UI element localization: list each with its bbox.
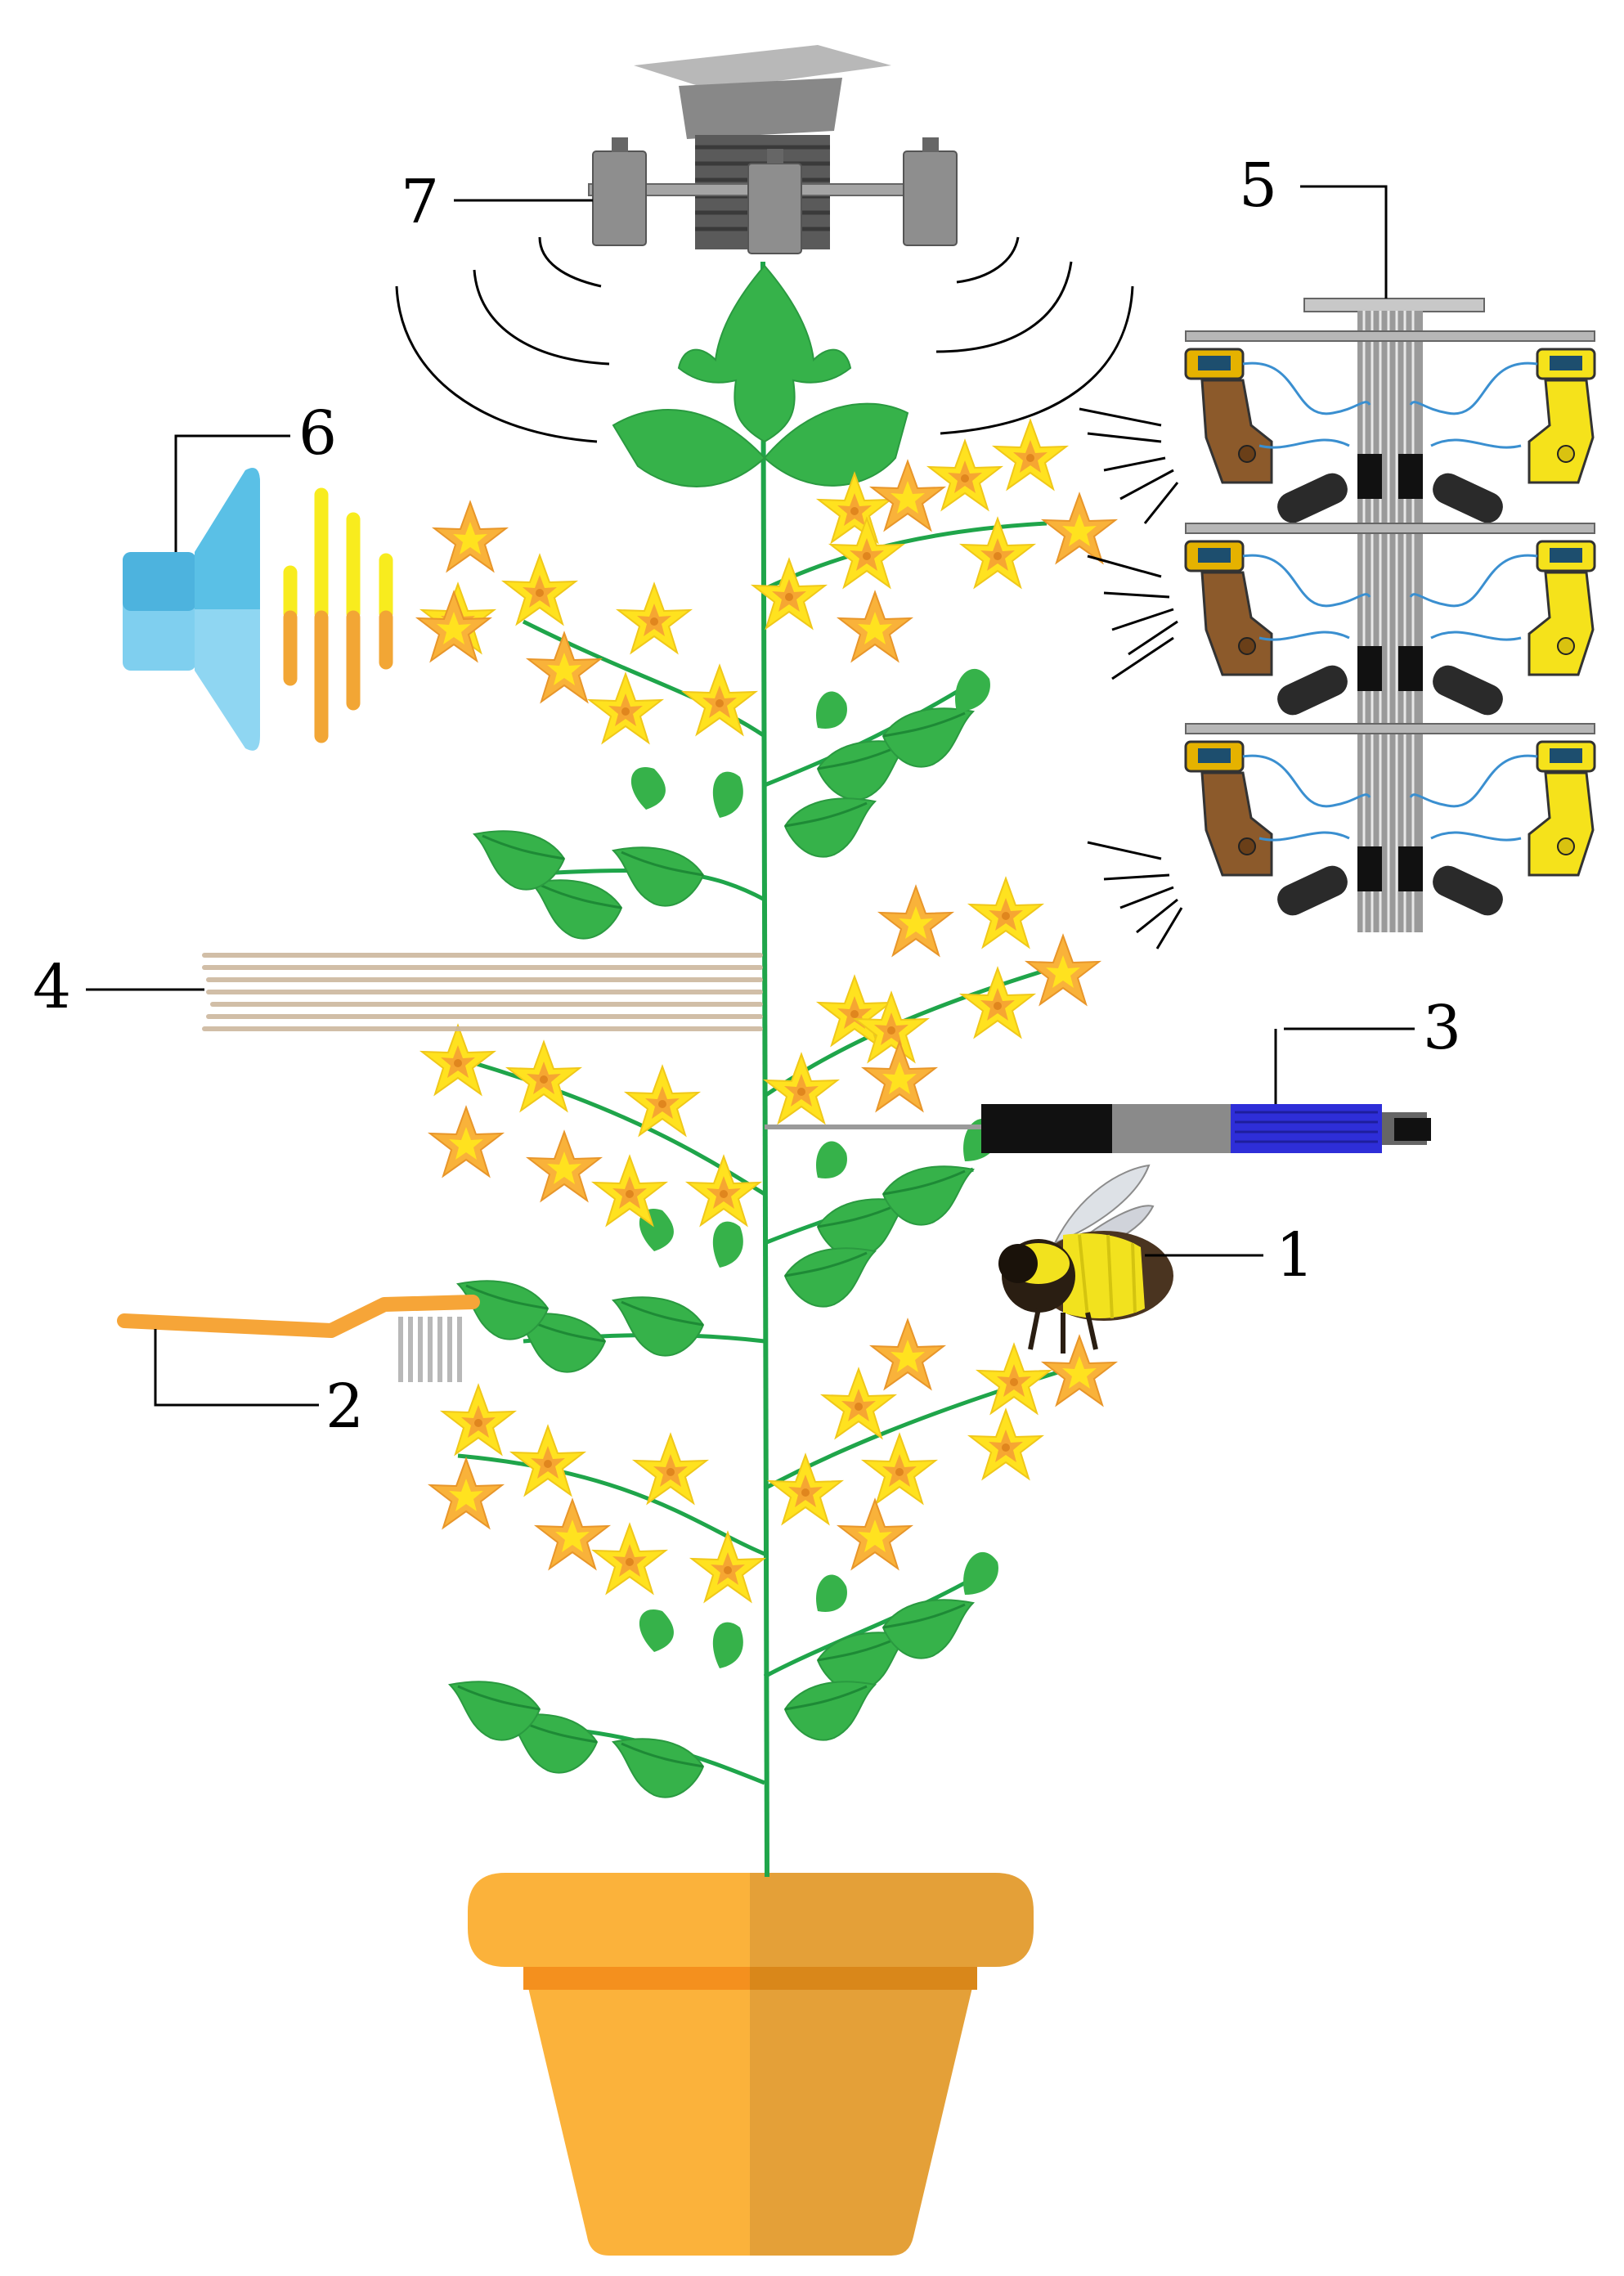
label-1: 1: [1276, 1220, 1314, 1291]
label-7: 7: [401, 167, 439, 237]
leader-line-5: [1300, 185, 1388, 299]
leader-lines: [86, 185, 1415, 1407]
robot-pollinator-icon: [1184, 298, 1596, 932]
air-arc-icons: [395, 236, 1134, 443]
label-5: 5: [1239, 150, 1277, 221]
leader-line-2: [154, 1329, 319, 1407]
speaker-icon: [123, 468, 260, 751]
drone-icon: [588, 45, 958, 254]
label-3: 3: [1423, 993, 1461, 1063]
label-6: 6: [298, 398, 337, 469]
sound-wave-icon: [283, 487, 393, 743]
label-4: 4: [33, 952, 71, 1022]
flower-pot-icon: [468, 1873, 1034, 2256]
leader-line-6: [174, 434, 290, 552]
tomato-plant-icon: [417, 261, 1116, 1878]
toothbrush-icon: [117, 1295, 480, 1382]
vibrator-wand-icon: [765, 1104, 1431, 1153]
label-2: 2: [325, 1371, 364, 1442]
robot-vibration-lines: [1079, 407, 1183, 949]
wind-lines-icon: [202, 953, 763, 1031]
bumblebee-icon: [998, 1164, 1173, 1353]
